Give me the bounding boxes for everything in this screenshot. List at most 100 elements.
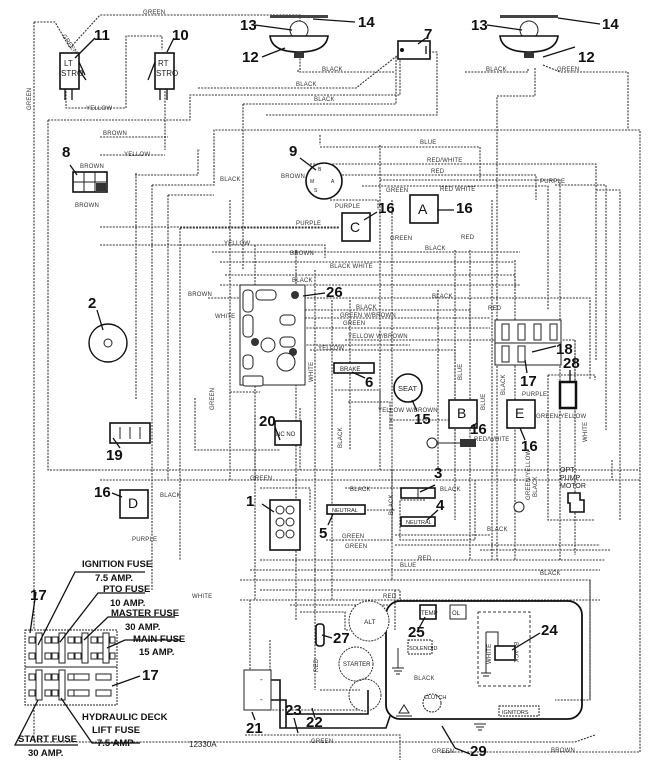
svg-text:4: 4 bbox=[436, 497, 445, 514]
svg-text:21: 21 bbox=[246, 720, 263, 737]
svg-text:MAIN FUSE: MAIN FUSE bbox=[133, 634, 185, 645]
battery-cables bbox=[270, 679, 391, 729]
svg-text:BLACK: BLACK bbox=[501, 374, 507, 395]
svg-text:CLUTCH: CLUTCH bbox=[424, 695, 446, 701]
ground-terminal-2 bbox=[513, 501, 525, 513]
svg-text:26: 26 bbox=[326, 284, 343, 301]
svg-text:17: 17 bbox=[30, 587, 47, 604]
connector-8 bbox=[72, 171, 108, 193]
svg-text:LT: LT bbox=[64, 59, 73, 68]
svg-text:A: A bbox=[418, 201, 428, 217]
svg-text:BLACK WHITE: BLACK WHITE bbox=[330, 264, 373, 270]
svg-text:16: 16 bbox=[521, 438, 538, 455]
svg-text:13: 13 bbox=[471, 17, 488, 34]
svg-text:16: 16 bbox=[456, 200, 473, 217]
svg-text:16: 16 bbox=[94, 484, 111, 501]
svg-text:GREEN: GREEN bbox=[342, 534, 364, 540]
wire-harness bbox=[33, 14, 641, 760]
svg-text:YELLOW: YELLOW bbox=[224, 241, 250, 247]
svg-text:RED/WHITE: RED/WHITE bbox=[474, 437, 509, 443]
svg-text:29: 29 bbox=[470, 743, 487, 760]
svg-text:TEMP: TEMP bbox=[421, 611, 438, 617]
svg-text:LIFT FUSE: LIFT FUSE bbox=[92, 725, 140, 736]
svg-text:14: 14 bbox=[358, 14, 375, 31]
svg-text:PURPLE: PURPLE bbox=[540, 179, 565, 185]
svg-text:BROWN: BROWN bbox=[80, 164, 104, 170]
svg-text:6: 6 bbox=[365, 374, 373, 391]
svg-text:WHITE: WHITE bbox=[192, 594, 212, 600]
svg-text:SEAT: SEAT bbox=[398, 384, 417, 393]
svg-text:RED: RED bbox=[314, 658, 320, 672]
svg-text:STARTER: STARTER bbox=[343, 662, 371, 668]
svg-text:-: - bbox=[260, 695, 263, 704]
svg-text:-: - bbox=[260, 675, 263, 684]
svg-text:BLACK: BLACK bbox=[220, 177, 241, 183]
svg-text:BLACK: BLACK bbox=[389, 494, 395, 515]
battery: - - bbox=[243, 669, 272, 711]
svg-text:BLACK: BLACK bbox=[533, 476, 539, 497]
svg-text:BROWN: BROWN bbox=[103, 131, 127, 137]
relay-e: E bbox=[506, 399, 536, 429]
svg-text:RED: RED bbox=[418, 556, 432, 562]
svg-text:ALT: ALT bbox=[364, 619, 375, 626]
svg-text:20: 20 bbox=[259, 413, 276, 430]
svg-text:23: 23 bbox=[285, 702, 302, 719]
svg-text:BLACK: BLACK bbox=[487, 527, 508, 533]
svg-text:PURPLE: PURPLE bbox=[335, 204, 360, 210]
svg-text:16: 16 bbox=[470, 421, 487, 438]
svg-text:B: B bbox=[318, 167, 322, 173]
svg-text:9: 9 bbox=[289, 143, 297, 160]
svg-text:GREEN: GREEN bbox=[210, 388, 216, 410]
hour-meter bbox=[88, 323, 128, 363]
svg-text:7: 7 bbox=[424, 26, 432, 43]
svg-text:11: 11 bbox=[94, 27, 110, 44]
relay-a: A bbox=[409, 194, 439, 224]
svg-text:BLACK: BLACK bbox=[440, 487, 461, 493]
svg-text:GREEN: GREEN bbox=[27, 88, 33, 110]
relay-b: B bbox=[448, 399, 478, 429]
svg-text:WHITE: WHITE bbox=[215, 314, 235, 320]
svg-text:GREEN: GREEN bbox=[390, 236, 412, 242]
svg-text:RED/WHITE: RED/WHITE bbox=[427, 158, 462, 164]
svg-text:RED: RED bbox=[383, 594, 397, 600]
svg-text:BLACK: BLACK bbox=[338, 427, 344, 448]
svg-text:GREEN/YELLOW: GREEN/YELLOW bbox=[536, 414, 587, 420]
ground-terminal bbox=[426, 437, 476, 449]
alternator: ALT bbox=[348, 600, 390, 642]
svg-text:BLACK: BLACK bbox=[296, 82, 317, 88]
svg-text:RED WHITE: RED WHITE bbox=[440, 187, 475, 193]
svg-text:BLACK: BLACK bbox=[160, 493, 181, 499]
svg-text:12: 12 bbox=[242, 49, 259, 66]
svg-text:B: B bbox=[457, 405, 466, 421]
svg-text:16: 16 bbox=[378, 200, 395, 217]
right-headlight bbox=[499, 15, 559, 58]
svg-text:28: 28 bbox=[563, 355, 580, 372]
neutral-switch-4: NEUTRAL bbox=[400, 516, 436, 527]
brake-switch: BRAKE bbox=[333, 362, 375, 374]
svg-text:START FUSE: START FUSE bbox=[18, 734, 77, 745]
svg-text:BROWN: BROWN bbox=[290, 251, 314, 257]
svg-text:18: 18 bbox=[556, 341, 573, 358]
svg-text:BLACK: BLACK bbox=[356, 305, 377, 311]
svg-text:10: 10 bbox=[172, 27, 189, 44]
right-strobe: RT STRO bbox=[147, 52, 178, 100]
svg-text:PURPLE: PURPLE bbox=[132, 537, 157, 543]
svg-text:BLUE: BLUE bbox=[420, 140, 436, 146]
svg-text:27: 27 bbox=[333, 630, 350, 647]
svg-text:STRO: STRO bbox=[61, 69, 83, 78]
svg-text:NEUTRAL: NEUTRAL bbox=[332, 508, 358, 514]
svg-text:24: 24 bbox=[541, 622, 558, 639]
svg-text:YELLOW: YELLOW bbox=[318, 346, 344, 352]
svg-text:GREEN: GREEN bbox=[60, 34, 78, 56]
svg-text:17: 17 bbox=[142, 667, 159, 684]
diode-pack-19 bbox=[109, 422, 151, 444]
svg-text:8: 8 bbox=[62, 144, 70, 161]
svg-text:BLACK: BLACK bbox=[540, 571, 561, 577]
svg-text:E: E bbox=[515, 405, 524, 421]
svg-text:NC NO: NC NO bbox=[276, 432, 296, 438]
svg-text:BRAKE: BRAKE bbox=[340, 367, 360, 373]
svg-text:15 AMP.: 15 AMP. bbox=[139, 647, 174, 658]
svg-text:RT: RT bbox=[158, 59, 169, 68]
svg-text:13: 13 bbox=[240, 17, 257, 34]
svg-text:22: 22 bbox=[306, 714, 323, 731]
